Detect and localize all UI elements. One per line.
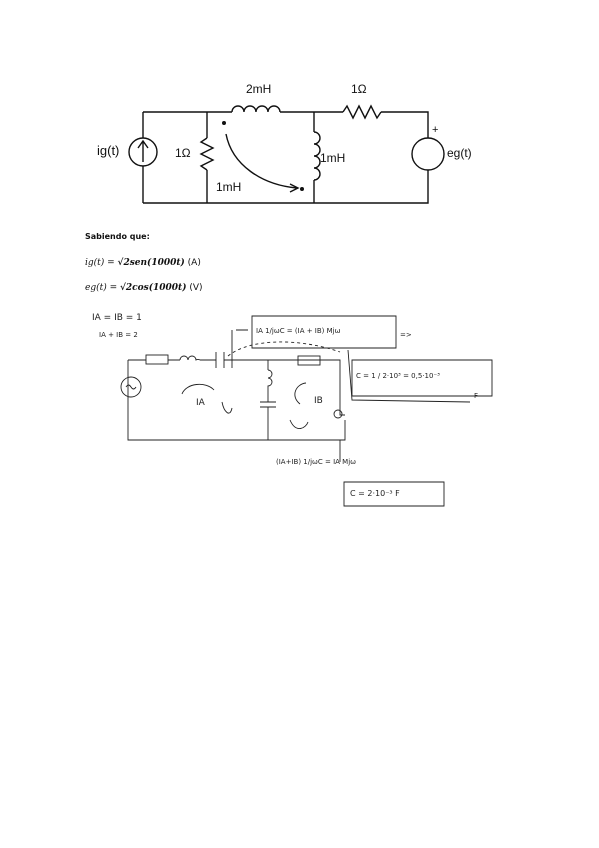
dot-top xyxy=(222,121,226,125)
hw-ib-label: IB xyxy=(314,396,323,406)
heading-text: Sabiendo que: xyxy=(85,232,150,241)
plus-sign: + xyxy=(432,124,439,136)
wire-top-right xyxy=(381,111,429,138)
voltage-source xyxy=(411,137,445,171)
hw-arrow: => xyxy=(400,331,412,339)
hw-line-1: IA = IB = 1 xyxy=(92,313,142,323)
hw-box-equation: IA 1/jωC = (IA + IB) Mjω xyxy=(256,327,341,335)
hw-middle-branch xyxy=(260,360,276,440)
resistor-left-label: 1Ω xyxy=(175,146,191,160)
hw-wire-top xyxy=(128,359,345,416)
current-arrow xyxy=(137,139,149,162)
equation-2: eg(t) = √2cos(1000t) (V) xyxy=(85,283,203,293)
hw-unit-f: F xyxy=(474,392,479,400)
hw-line-2: IA + IB = 2 xyxy=(99,331,138,339)
resistor-left xyxy=(199,137,215,171)
hw-capacitor-1 xyxy=(215,352,225,368)
hw-loop-b xyxy=(294,382,307,405)
hw-inductor-1 xyxy=(179,355,201,361)
source-current-label: ig(t) xyxy=(97,143,120,158)
hw-equation-2: (IA+IB) 1/jωC = IA Mjω xyxy=(276,458,357,466)
mutual-label: 1mH xyxy=(216,180,242,194)
resistor-top xyxy=(342,104,382,120)
hw-resistor-1 xyxy=(145,354,169,365)
inductor-right xyxy=(313,131,321,181)
hw-box-2 xyxy=(351,359,493,397)
hw-wire-left xyxy=(127,360,346,441)
hw-c-value-1: C = 1 / 2·10³ = 0,5·10⁻³ xyxy=(356,372,440,380)
hw-resistor-2 xyxy=(297,355,321,366)
hw-source xyxy=(120,376,142,398)
source-voltage-label: eg(t) xyxy=(447,146,472,160)
hw-box-3 xyxy=(343,481,445,507)
mutual-arrow xyxy=(225,133,298,189)
hw-c-value-2: C = 2·10⁻³ F xyxy=(350,489,400,498)
wire-bottom xyxy=(143,170,429,204)
dot-right xyxy=(300,187,304,191)
inductor-top-label: 2mH xyxy=(246,82,272,96)
hw-ia-label: IA xyxy=(196,398,205,408)
hw-loop-a xyxy=(181,383,215,395)
inductor-right-label: 1mH xyxy=(320,151,346,165)
inductor-top xyxy=(231,105,282,113)
hw-box-1 xyxy=(251,315,397,349)
resistor-top-label: 1Ω xyxy=(351,82,367,96)
equation-1: ig(t) = √2sen(1000t) (A) xyxy=(85,258,201,268)
